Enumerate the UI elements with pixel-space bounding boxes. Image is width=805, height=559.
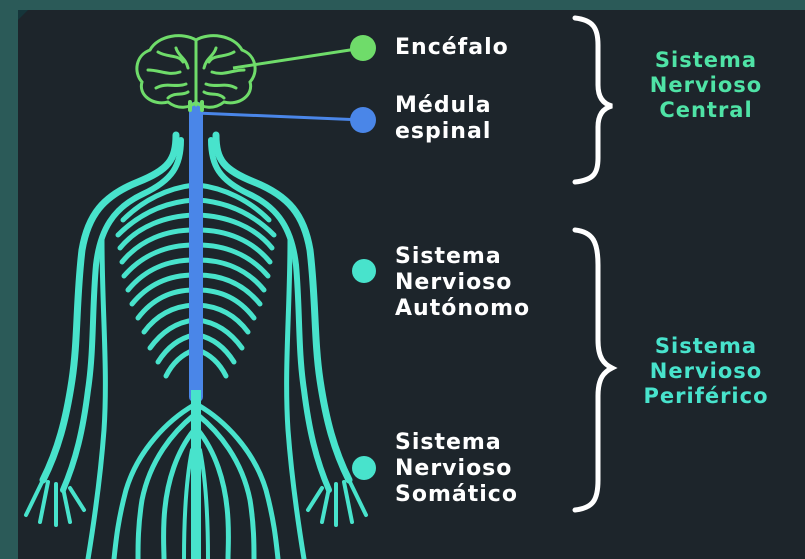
medula-label-line1: Médula [395, 93, 492, 119]
autonomo-label-line3: Autónomo [395, 296, 530, 322]
autonomo-dot [352, 259, 376, 283]
periferico-group-line3: Periférico [621, 384, 791, 409]
central-group-line2: Nervioso [621, 73, 791, 98]
central-group-line1: Sistema [621, 48, 791, 73]
somatico-label-line2: Nervioso [395, 456, 512, 482]
somatico-dot [352, 456, 376, 480]
peripheral-brace [575, 230, 612, 510]
spinal-cord-lower [191, 390, 201, 559]
encefalo-label: Encéfalo [395, 35, 509, 61]
diagram-canvas: Encéfalo Médula espinal Sistema Nervioso… [18, 10, 805, 559]
somatico-label-line3: Somático [395, 482, 518, 508]
medula-label-line2: espinal [395, 119, 491, 145]
central-brace [575, 18, 612, 182]
somatico-label-line1: Sistema [395, 430, 502, 456]
spinal-cord [189, 102, 203, 402]
periferico-group-label: Sistema Nervioso Periférico [621, 334, 791, 409]
brain-icon [137, 36, 255, 110]
medula-pointer-line [196, 113, 363, 120]
medula-dot [350, 107, 376, 133]
central-group-label: Sistema Nervioso Central [621, 48, 791, 123]
periferico-group-line1: Sistema [621, 334, 791, 359]
autonomo-label-line1: Sistema [395, 244, 502, 270]
periferico-group-line2: Nervioso [621, 359, 791, 384]
autonomo-label-line2: Nervioso [395, 270, 512, 296]
central-group-line3: Central [621, 98, 791, 123]
encefalo-dot [350, 35, 376, 61]
